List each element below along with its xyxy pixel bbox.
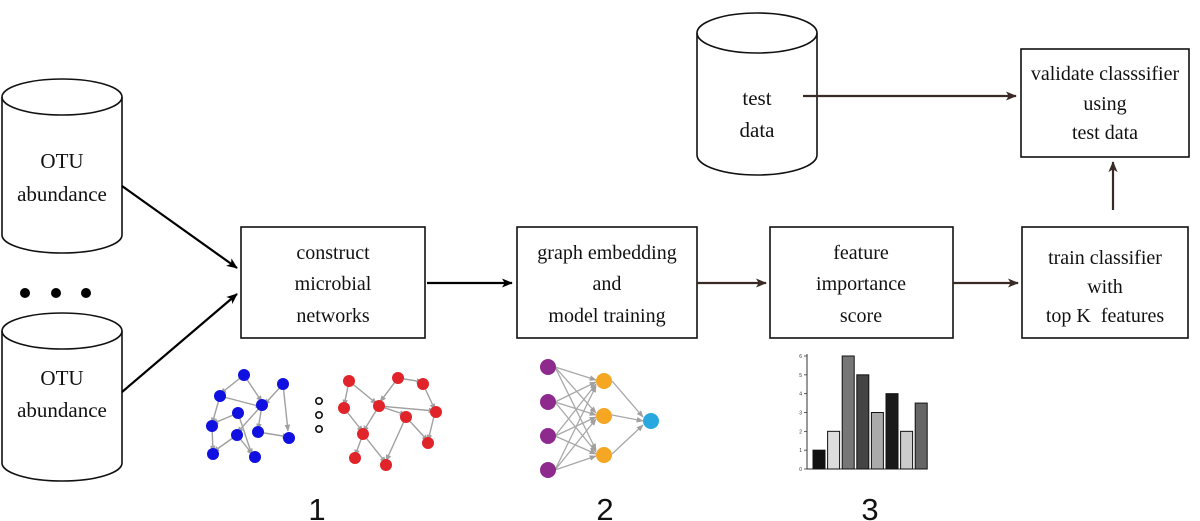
more-datasets-dots [20,288,91,298]
chart-bar [885,393,899,470]
chart-y-tick-label: 2 [799,429,802,435]
validate-box-line3: test data [1072,122,1138,144]
feature-importance-bar-chart: 0 1 2 3 4 5 6 [799,354,928,473]
otu-abundance-label-1-line2: abundance [17,182,107,206]
train-box-line3: top K features [1046,305,1165,327]
chart-y-tick-label: 1 [799,448,802,454]
neural-network-icon [540,359,659,478]
step-number-3: 3 [861,492,878,521]
chart-y-tick-label: 0 [799,467,802,473]
chart-bar [856,374,870,470]
step-number-1: 1 [308,492,325,521]
construct-box-line3: networks [296,305,370,327]
embedding-box-line1: graph embedding [537,242,676,264]
chart-bar [812,449,826,470]
train-box-line2: with [1087,276,1123,298]
construct-box-line2: microbial [295,273,372,295]
chart-bar [914,402,928,470]
test-data-database [696,12,818,176]
construct-networks-box [240,226,426,339]
chart-y-tick-label: 5 [799,373,802,379]
otu-abundance-label-2-line2: abundance [17,398,107,422]
microbial-network-red-icon [338,372,442,471]
arrow-otu2-to-construct [121,293,238,393]
arrow-otu1-to-construct [121,185,238,269]
validate-box-line2: using [1083,93,1126,115]
validate-classifier-box [1020,48,1190,158]
step-number-2: 2 [596,492,613,521]
chart-bar [870,412,884,470]
otu-abundance-database-1 [1,78,123,254]
feature-box-line3: score [840,305,882,327]
feature-importance-box [769,226,954,339]
embedding-box-line3: model training [548,305,665,327]
chart-y-tick-label: 6 [799,354,802,360]
validate-box-line1: validate classsifier [1031,63,1180,85]
train-box-line1: train classifier [1048,247,1162,269]
chart-y-tick-label: 3 [799,411,802,417]
microbial-network-blue-icon [206,369,295,463]
chart-bar [900,430,914,470]
chart-bar [841,355,855,470]
construct-box-line1: construct [296,242,370,264]
otu-abundance-database-2 [1,312,123,482]
chart-bar [827,430,841,470]
train-classifier-box [1021,226,1189,339]
test-data-label-line2: data [740,118,776,142]
test-data-label-line1: test [742,86,771,110]
chart-y-tick-label: 4 [799,392,802,398]
feature-box-line1: feature [833,242,889,264]
embedding-box-line2: and [593,273,622,295]
feature-box-line2: importance [816,273,906,295]
otu-abundance-label-2-line1: OTU [40,366,83,390]
more-networks-dots [314,396,323,433]
otu-abundance-label-1-line1: OTU [40,149,83,173]
